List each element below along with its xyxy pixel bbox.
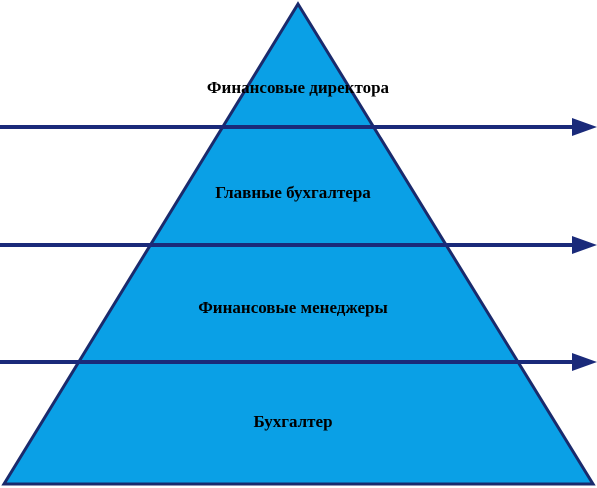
- level-label-chief-accountants: Главные бухгалтера: [215, 183, 371, 202]
- arrow-divider-1: [0, 118, 597, 136]
- level-label-financial-directors: Финансовые директора: [207, 78, 390, 97]
- level-label-accountant: Бухгалтер: [253, 412, 332, 431]
- arrow-head-icon: [572, 118, 597, 136]
- arrow-head-icon: [572, 353, 597, 371]
- arrow-head-icon: [572, 236, 597, 254]
- arrow-divider-3: [0, 353, 597, 371]
- level-label-financial-managers: Финансовые менеджеры: [198, 298, 388, 317]
- arrow-divider-2: [0, 236, 597, 254]
